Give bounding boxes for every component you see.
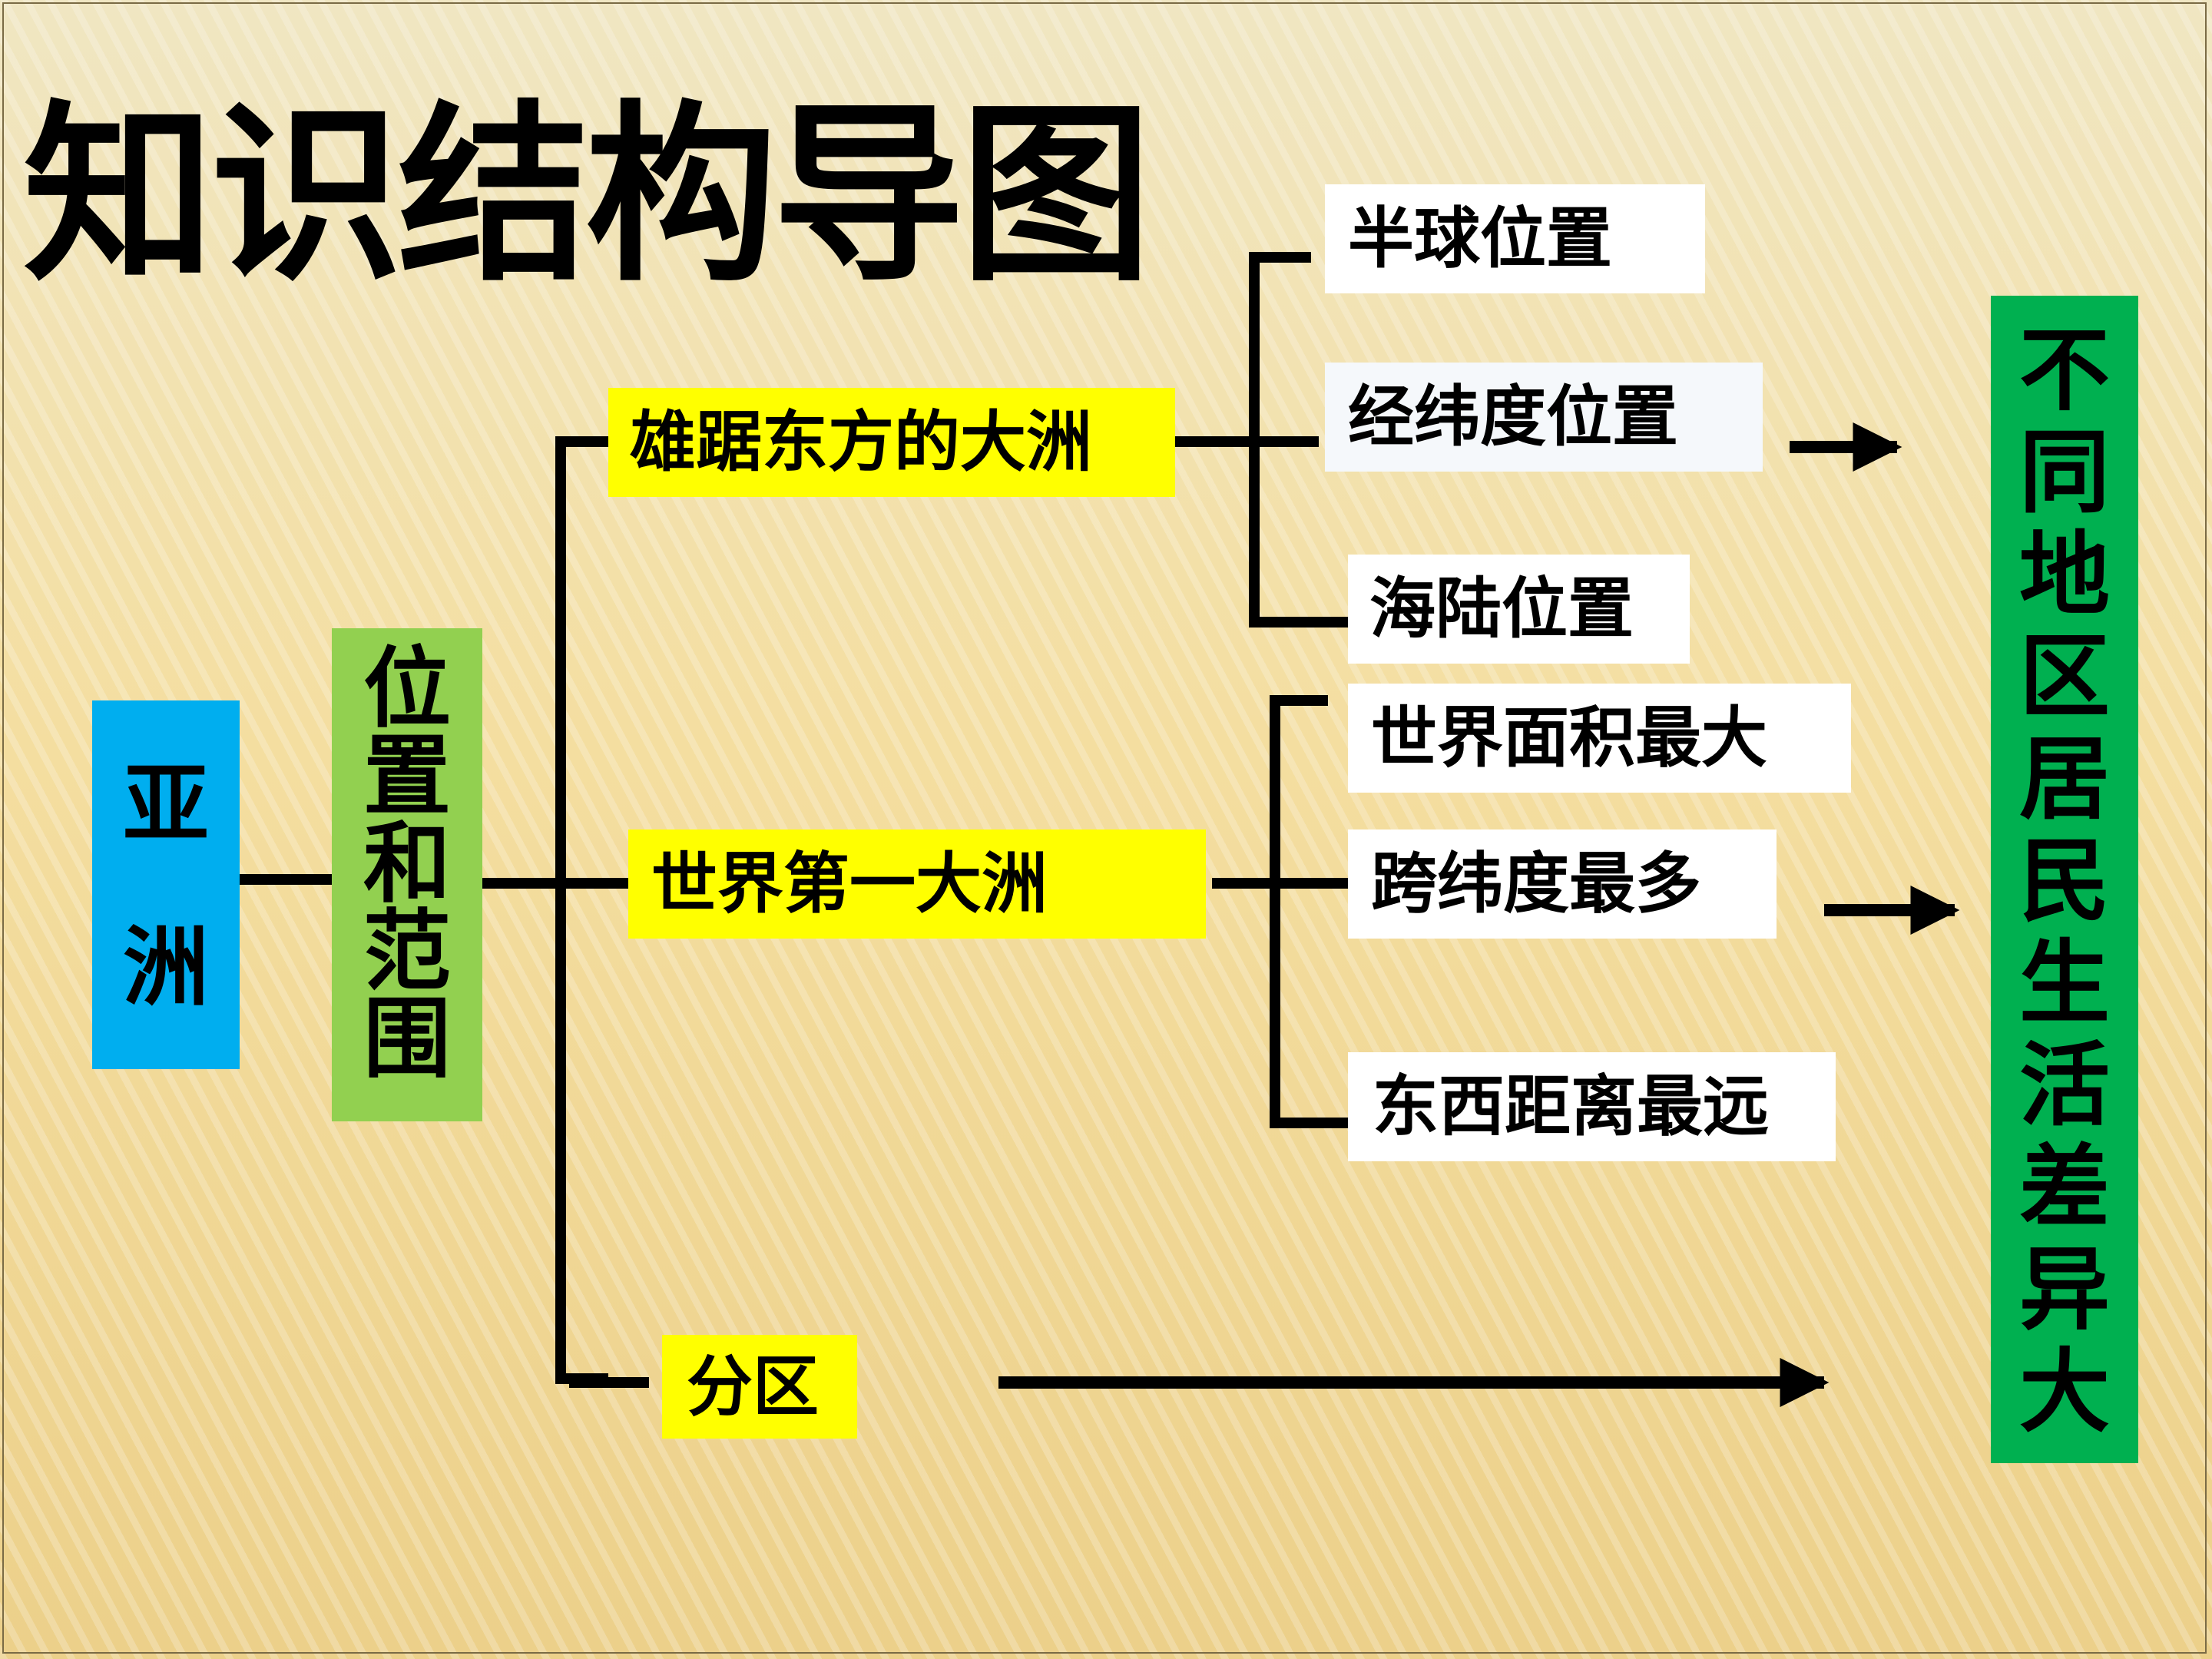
- leaf-node-l5: 跨纬度最多: [1348, 830, 1777, 939]
- result-char: 居: [2018, 726, 2110, 832]
- result-char: 地: [2018, 522, 2110, 628]
- leaf-node-l1: 半球位置: [1325, 184, 1705, 293]
- result-char: 不: [2018, 317, 2110, 423]
- main-char: 位: [363, 637, 451, 740]
- branch-node-b2: 世界第一大洲: [628, 830, 1206, 939]
- main-char: 围: [363, 988, 451, 1090]
- result-char: 差: [2018, 1134, 2110, 1240]
- root-char: 亚: [123, 755, 209, 855]
- branch-node-b1: 雄踞东方的大洲: [608, 388, 1175, 497]
- result-char: 同: [2018, 419, 2110, 525]
- branch-node-b3: 分区: [662, 1335, 857, 1439]
- bracket-1: [1249, 252, 1353, 628]
- main-char: 范: [363, 900, 451, 1002]
- result-char: 区: [2018, 624, 2110, 730]
- main-node: 位 置 和 范 围: [332, 628, 482, 1121]
- connector-trunk: [555, 436, 628, 1384]
- leaf-node-l6: 东西距离最远: [1348, 1052, 1836, 1161]
- result-char: 活: [2018, 1032, 2110, 1138]
- leaf-node-l4: 世界面积最大: [1348, 684, 1851, 793]
- main-char: 和: [363, 813, 451, 915]
- leaf-node-l2: 经纬度位置: [1325, 363, 1763, 472]
- result-char: 大: [2018, 1339, 2110, 1445]
- root-char: 洲: [123, 918, 209, 1018]
- result-char: 异: [2018, 1237, 2110, 1343]
- main-char: 置: [363, 725, 451, 827]
- leaf-node-l3: 海陆位置: [1348, 555, 1690, 664]
- result-char: 民: [2018, 828, 2110, 934]
- result-node: 不 同 地 区 居 民 生 活 差 异 大: [1991, 296, 2138, 1463]
- bracket-2: [1270, 695, 1348, 1128]
- result-char: 生: [2018, 930, 2110, 1036]
- root-node: 亚 洲: [92, 700, 240, 1069]
- page-title: 知识结构导图: [23, 84, 1152, 307]
